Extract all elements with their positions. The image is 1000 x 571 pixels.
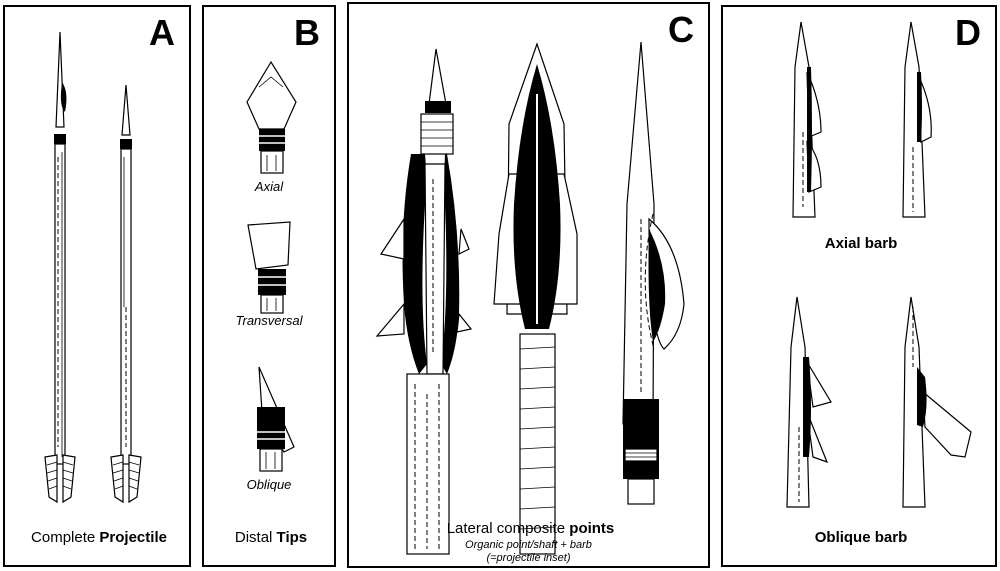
projectile-1-barb [60, 82, 67, 112]
panel-c-subcaption-2: (=projectile inset) [486, 552, 571, 564]
projectile-2-fletching-left [110, 454, 124, 504]
projectile-2-point [121, 84, 131, 136]
panel-c-subcaption-1: Organic point/shaft + barb [465, 539, 592, 551]
panel-c-caption: Lateral composite points [446, 520, 615, 537]
composite-point-1-binding [420, 113, 454, 155]
axial-barb-label: Axial barb [824, 235, 898, 252]
oblique-tip-binding [257, 407, 285, 449]
projectile-1-fletching-left [44, 454, 58, 504]
composite-point-1 [375, 48, 473, 555]
composite-point-1-barb-3 [375, 302, 405, 337]
axial-tip-label: Axial [254, 179, 284, 194]
transversal-tip-drawing [247, 221, 291, 314]
panel-c-label: C [668, 9, 694, 50]
panel-b-label: B [294, 12, 320, 53]
transversal-tip-label: Transversal [235, 313, 303, 328]
projectile-1-shaft [54, 143, 66, 465]
oblique-tip-shaft [259, 448, 283, 472]
axial-tip-drawing [246, 60, 297, 174]
projectile-2 [110, 84, 142, 504]
axial-barb-point-2-barb [918, 76, 932, 143]
distal-tips-drawing [246, 60, 297, 472]
projectile-1-fletching-right [62, 454, 76, 504]
transversal-tip-binding [258, 269, 286, 295]
panel-b-caption: Distal Tips [234, 529, 308, 546]
axial-tip-binding [259, 129, 285, 151]
projectile-1-point [55, 31, 65, 128]
panel-a-caption: Complete Projectile [31, 529, 167, 546]
panel-a: A [3, 5, 191, 567]
projectile-1 [44, 31, 76, 504]
projectile-1-binding [54, 134, 66, 144]
composite-point-1-barb-2 [458, 228, 470, 256]
panel-b: B Axial Tran [202, 5, 336, 567]
composite-point-1-barb-1 [380, 216, 405, 260]
oblique-barb-point-2-barb [922, 390, 972, 458]
oblique-tip-label: Oblique [246, 477, 292, 492]
axial-barb-point-1 [792, 21, 822, 218]
panel-a-label: A [149, 12, 175, 53]
transversal-tip-head [247, 221, 291, 270]
axial-barb-point-2-body [902, 21, 926, 218]
composite-point-1-shaft [406, 373, 450, 555]
transversal-tip-shaft [260, 294, 284, 314]
composite-point-1-tip [428, 48, 447, 105]
composite-point-3-binding [623, 399, 659, 479]
oblique-tip-drawing [257, 366, 295, 472]
composite-point-2-shaft [519, 333, 556, 555]
composite-point-1-resin-right [441, 154, 460, 374]
axial-barb-point-2 [902, 21, 932, 218]
projectile-2-binding [120, 139, 132, 149]
barb-types-drawing [786, 21, 972, 508]
oblique-barb-point-2-body [902, 296, 926, 508]
projectile-2-shaft [120, 148, 132, 465]
projectile-2-fletching-right [128, 454, 142, 504]
oblique-barb-label: Oblique barb [814, 529, 908, 546]
axial-tip-shaft [260, 150, 284, 174]
lateral-composite-points-drawing [375, 41, 685, 555]
panel-c: C [347, 2, 710, 568]
composite-point-1-resin-left [402, 154, 427, 374]
composite-point-2 [493, 42, 578, 555]
panel-d: D Axia [721, 5, 997, 567]
composite-point-1-barb-4 [456, 312, 473, 333]
panel-d-label: D [955, 12, 981, 53]
complete-projectile-drawing [44, 31, 142, 504]
oblique-barb-point-1 [786, 296, 832, 508]
composite-point-3-resin [648, 229, 666, 342]
composite-point-3 [622, 41, 685, 505]
oblique-barb-point-2 [902, 296, 972, 508]
composite-point-3-shaft [627, 478, 655, 505]
axial-tip-head [246, 60, 297, 130]
